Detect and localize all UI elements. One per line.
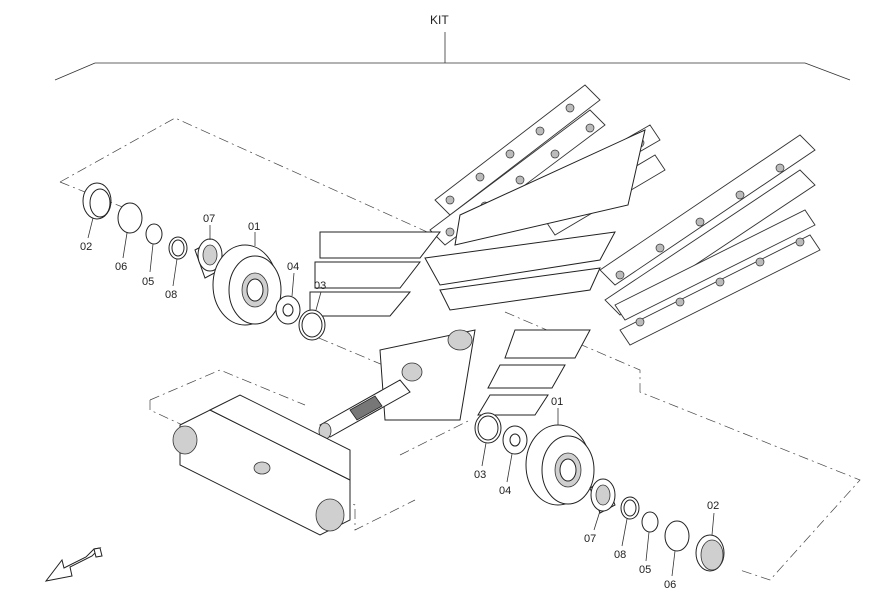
chain-assembly (429, 84, 821, 346)
label-upper-01: 01 (248, 221, 260, 233)
support-beam (172, 394, 351, 536)
label-upper-08: 08 (165, 289, 177, 301)
part-02-cap-upper (82, 182, 112, 220)
label-lower-07: 07 (584, 533, 596, 545)
part-02-cap-lower (695, 534, 725, 572)
label-lower-02: 02 (707, 500, 719, 512)
label-upper-04: 04 (287, 261, 299, 273)
label-upper-02: 02 (80, 241, 92, 253)
part-06-circlip-upper (117, 202, 143, 234)
label-lower-04: 04 (499, 485, 511, 497)
part-01-sprocket-lower (525, 424, 595, 506)
part-03-ring-upper (298, 309, 326, 341)
kit-bracket (54, 32, 851, 81)
upper-parts-group (82, 182, 326, 341)
label-lower-08: 08 (614, 549, 626, 561)
part-05-ring-lower (641, 511, 659, 533)
direction-arrow-icon (44, 547, 103, 582)
part-05-ring-upper (145, 223, 163, 245)
part-04-washer-upper (275, 295, 301, 325)
kit-title: KIT (430, 13, 449, 27)
chain-strand-3 (599, 134, 816, 316)
part-08-ring-lower (620, 496, 640, 520)
label-upper-06: 06 (115, 261, 127, 273)
part-01-sprocket-upper (212, 244, 282, 326)
part-04-washer-lower (502, 425, 528, 455)
part-03-ring-lower (474, 412, 502, 444)
frame-bracket (309, 231, 616, 421)
leader-lines (87, 217, 715, 577)
chain-strand-4 (614, 209, 821, 346)
label-upper-03: 03 (314, 280, 326, 292)
part-07-bearing-upper (194, 238, 223, 279)
part-06-circlip-lower (664, 520, 690, 552)
lower-parts-group (474, 412, 725, 572)
drive-shaft (318, 379, 411, 440)
label-lower-06: 06 (664, 579, 676, 591)
label-upper-07: 07 (203, 213, 215, 225)
label-lower-03: 03 (474, 469, 486, 481)
part-08-ring-upper (168, 236, 188, 260)
assembly-guide-lines (59, 117, 861, 581)
label-lower-05: 05 (639, 564, 651, 576)
part-07-bearing-lower (589, 478, 616, 514)
chain-guard-plate (454, 129, 646, 246)
label-lower-01: 01 (551, 396, 563, 408)
label-upper-05: 05 (142, 276, 154, 288)
